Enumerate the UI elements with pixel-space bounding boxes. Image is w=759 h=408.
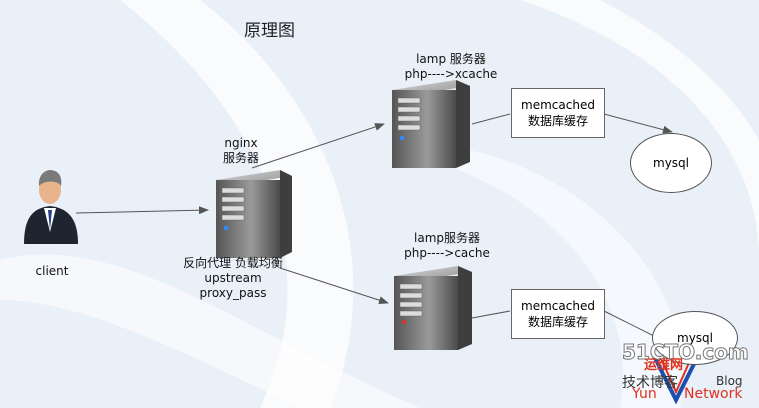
lamp-top-line2: php---->xcache (404, 67, 498, 81)
watermark-blog: Blog (716, 374, 743, 388)
nginx-title-line1: nginx (224, 136, 258, 150)
arrow-nginx-to-lamp-top (251, 123, 385, 169)
lamp-top-server-icon (392, 80, 470, 168)
mysql-bottom-label: mysql (677, 331, 713, 345)
lamp-bottom-label: lamp服务器 php---->cache (388, 231, 506, 261)
watermark-site: 51CTO.com (622, 340, 750, 365)
memcached-top-line1: memcached (521, 98, 595, 112)
arrow-client-to-nginx (75, 206, 209, 215)
memcached-top-line2: 数据库缓存 (527, 114, 588, 128)
nginx-desc-line3: proxy_pass (199, 286, 267, 300)
memcached-top-box: memcached 数据库缓存 (511, 88, 605, 138)
arrow-nginx-to-lamp-bottom (279, 267, 389, 305)
watermark-network: Network (684, 386, 743, 402)
memcached-bottom-box: memcached 数据库缓存 (511, 289, 605, 339)
lamp-bottom-server-icon (394, 266, 472, 350)
nginx-desc-line2: upstream (204, 271, 262, 285)
watermark-logo (650, 351, 702, 405)
lamp-bottom-line1: lamp服务器 (414, 231, 480, 245)
arrow-memcached-to-mysql-top (603, 113, 673, 134)
lamp-top-line1: lamp 服务器 (416, 52, 486, 66)
line-lamp-bottom-to-memcached (471, 310, 511, 319)
nginx-title: nginx 服务器 (206, 136, 276, 166)
watermark-cn-brand: 运维网 (644, 358, 684, 373)
nginx-server-icon (216, 170, 292, 258)
lamp-top-label: lamp 服务器 php---->xcache (392, 52, 510, 82)
client-label: client (35, 264, 69, 278)
memcached-bottom-line1: memcached (521, 299, 595, 313)
mysql-bottom-node: mysql (652, 311, 738, 365)
line-lamp-top-to-memcached (471, 113, 511, 125)
mysql-top-node: mysql (630, 133, 712, 193)
nginx-description: 反向代理 负载均衡 upstream proxy_pass (166, 256, 300, 301)
diagram-title: 原理图 (244, 21, 295, 41)
watermark-cn-blog: 技术博客 (622, 375, 678, 391)
nginx-desc-line1: 反向代理 负载均衡 (183, 256, 283, 270)
mysql-top-label: mysql (653, 156, 689, 170)
memcached-bottom-line2: 数据库缓存 (527, 315, 588, 329)
client-person-icon (24, 170, 78, 244)
lamp-bottom-line2: php---->cache (404, 246, 490, 260)
watermark-yun: Yun (632, 386, 657, 402)
nginx-title-line2: 服务器 (222, 151, 259, 165)
